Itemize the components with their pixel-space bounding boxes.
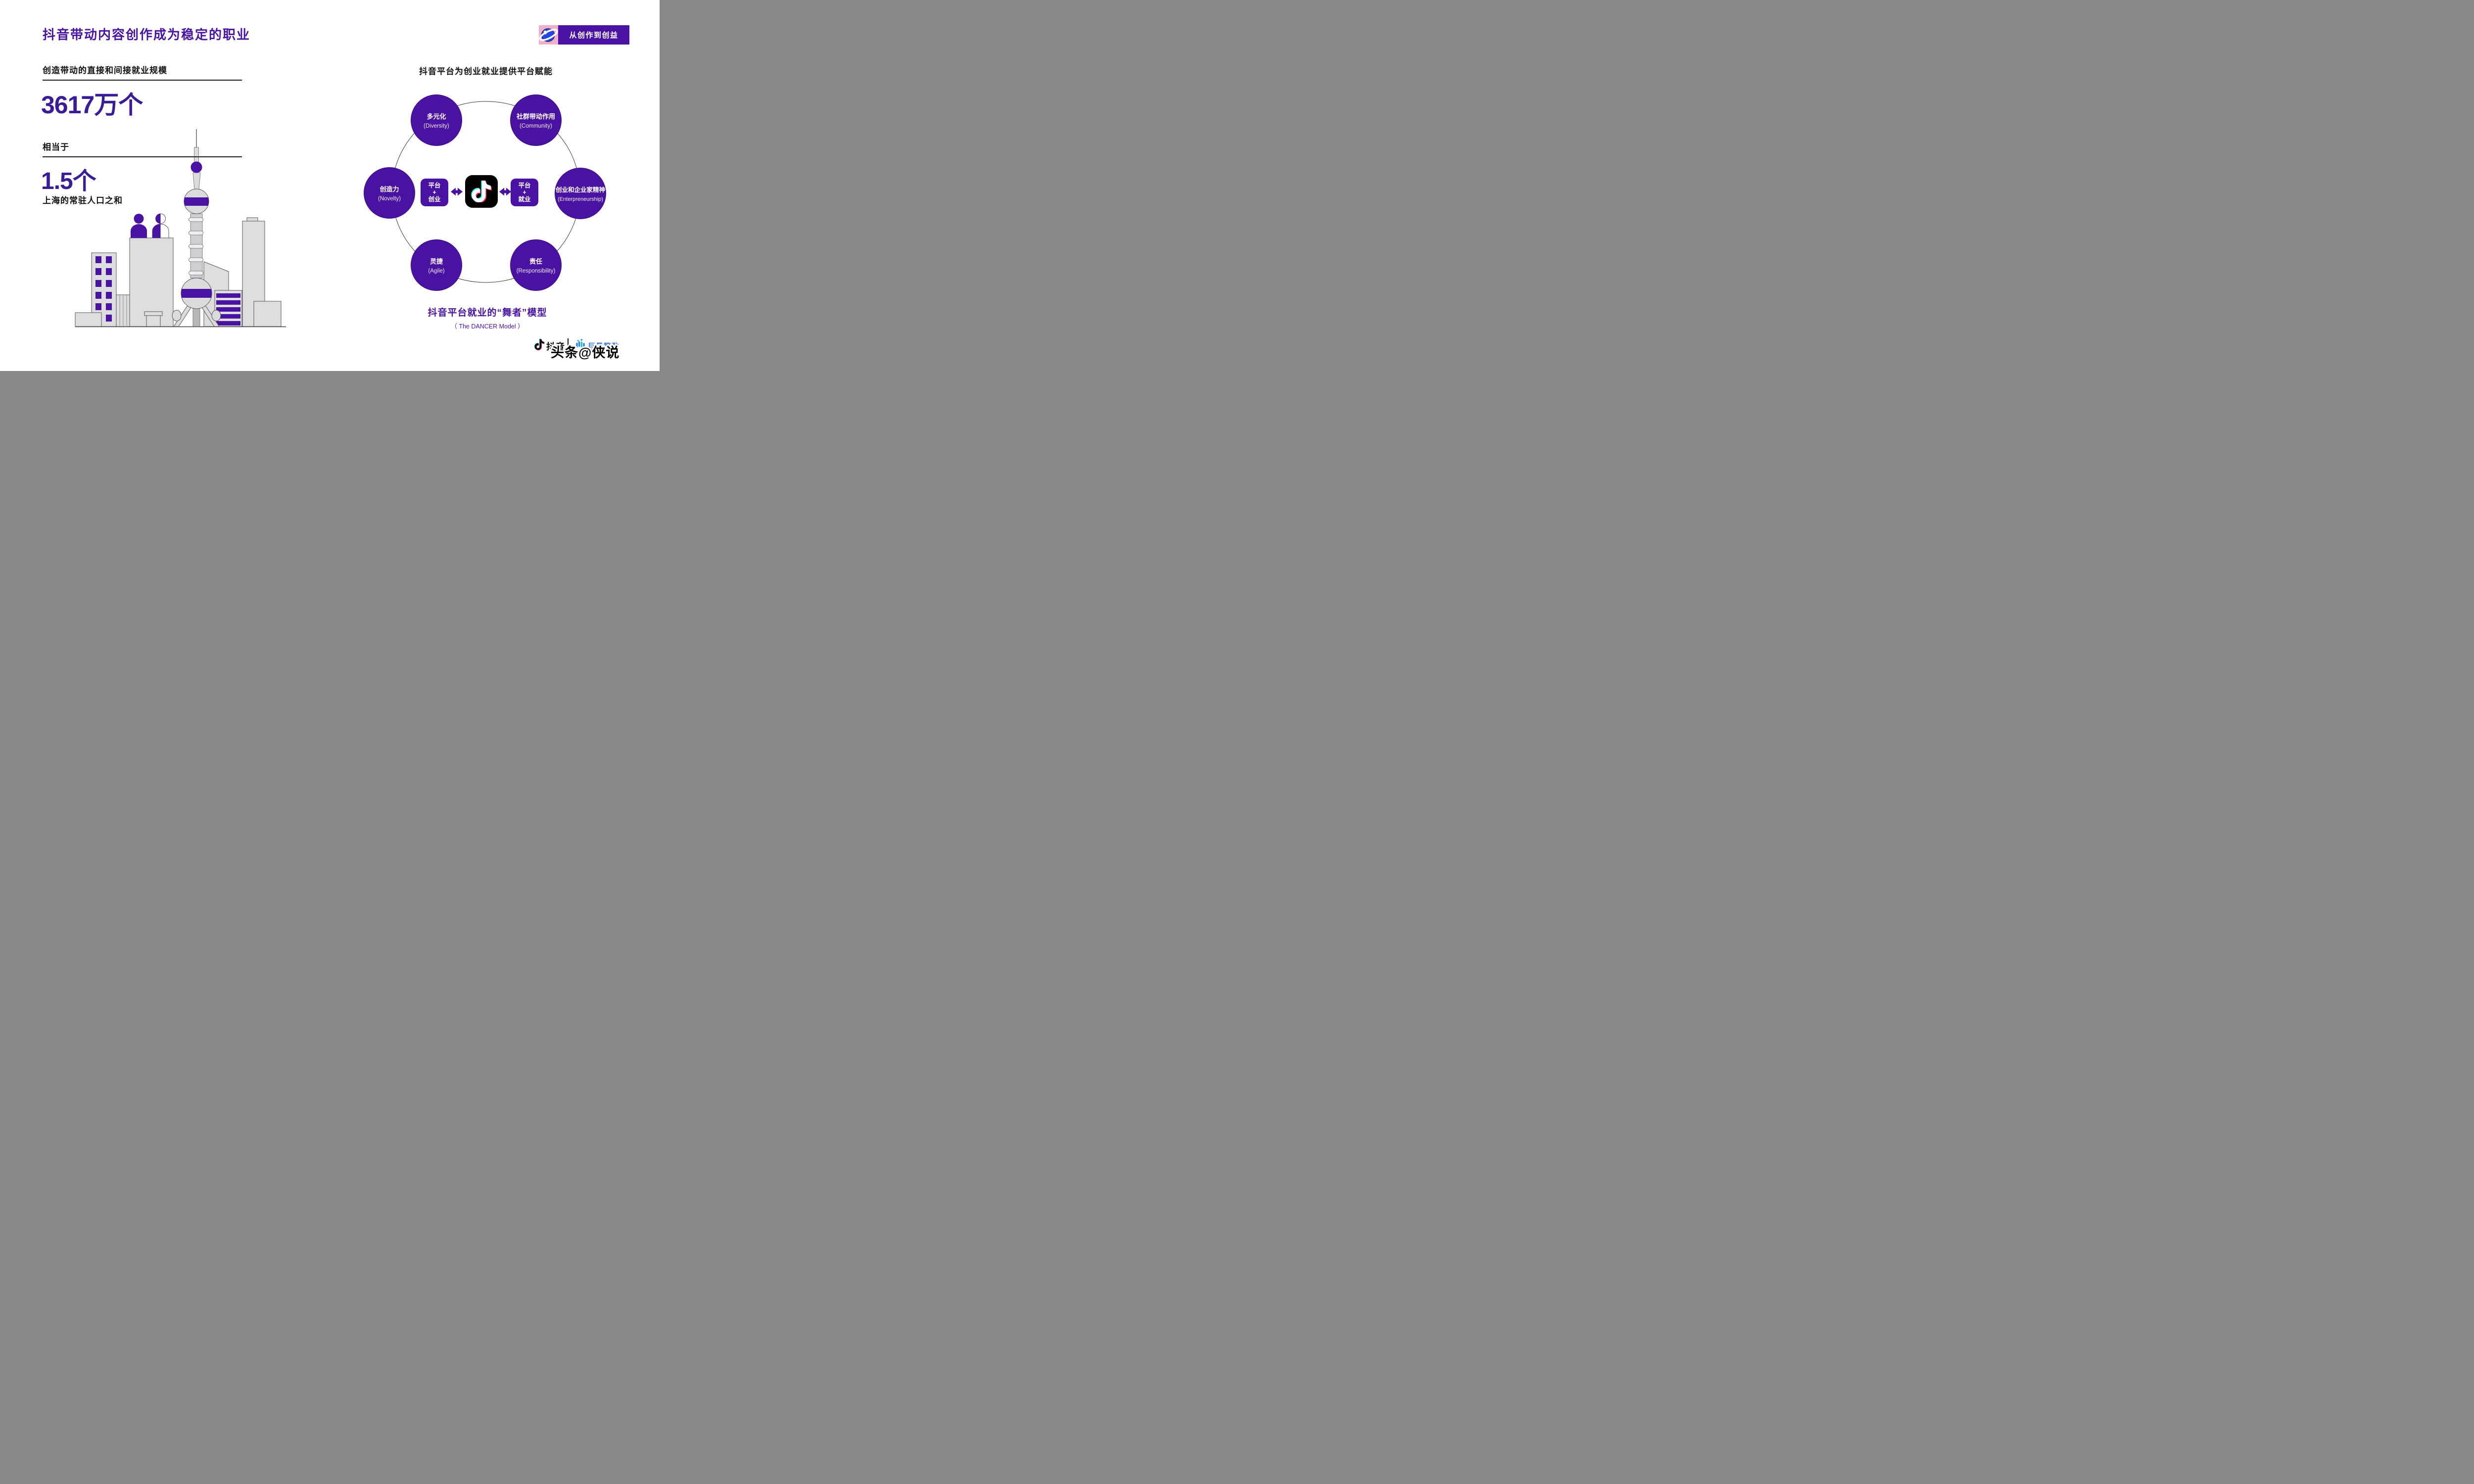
divider-line [43,156,242,157]
watermark: 头条@侠说 [551,345,620,360]
footer-divider [568,338,569,350]
slide: 抖音带动内容创作成为稳定的职业 从创作到创益 创造带动的直接和间接就业规模 36… [0,0,660,371]
divider-line [43,80,242,81]
dancer-model-diagram: 多元化 (Diversity) 社群带动作用 (Community) 创造力 (… [356,89,614,317]
stat-label: 创造带动的直接和间接就业规模 [43,66,167,75]
corner-badge: 从创作到创益 [558,25,629,45]
double-arrow-icon [499,187,511,196]
stat-value: 3617万个 [41,91,143,119]
node-responsibility: 责任 (Responsibility) [510,239,562,291]
equiv-value: 1.5个 [41,168,96,194]
node-entrepreneurship: 创业和企业家精神 (Enterpreneurship) [555,168,606,219]
badge-label: 从创作到创益 [569,31,618,40]
node-agile: 灵捷 (Agile) [411,239,462,291]
douyin-note-icon [534,338,545,351]
douyin-brand-label: 抖音 [546,342,565,352]
node-diversity: 多元化 (Diversity) [411,94,462,146]
equiv-caption: 上海的常驻人口之和 [43,196,123,205]
node-novelty: 创造力 (Novelty) [364,167,415,219]
section-title: 抖音平台为创业就业提供平台赋能 [419,67,553,76]
equiv-label: 相当于 [43,142,69,152]
page-title: 抖音带动内容创作成为稳定的职业 [43,27,251,42]
model-caption: 抖音平台就业的“舞者”模型 [428,308,547,318]
badge-icon-tile [539,25,558,45]
watermark: 头条@侠说 [549,344,620,362]
juliang-bars-icon [576,339,585,348]
tiktok-app-icon [465,175,498,208]
hub-box-platform-employment: 平台 + 就业 [511,179,538,206]
hub-box-platform-startup: 平台 + 创业 [421,179,448,206]
double-arrow-icon [451,187,463,196]
shanghai-skyline-illustration [75,129,286,327]
model-subcaption: （ The DANCER Model ） [451,323,524,330]
people-figures [131,213,169,238]
juliang-brand-label: 巨量算数 [588,342,620,351]
node-community: 社群带动作用 (Community) [510,94,562,146]
pearl-tower [172,129,221,327]
planet-icon [539,28,558,42]
